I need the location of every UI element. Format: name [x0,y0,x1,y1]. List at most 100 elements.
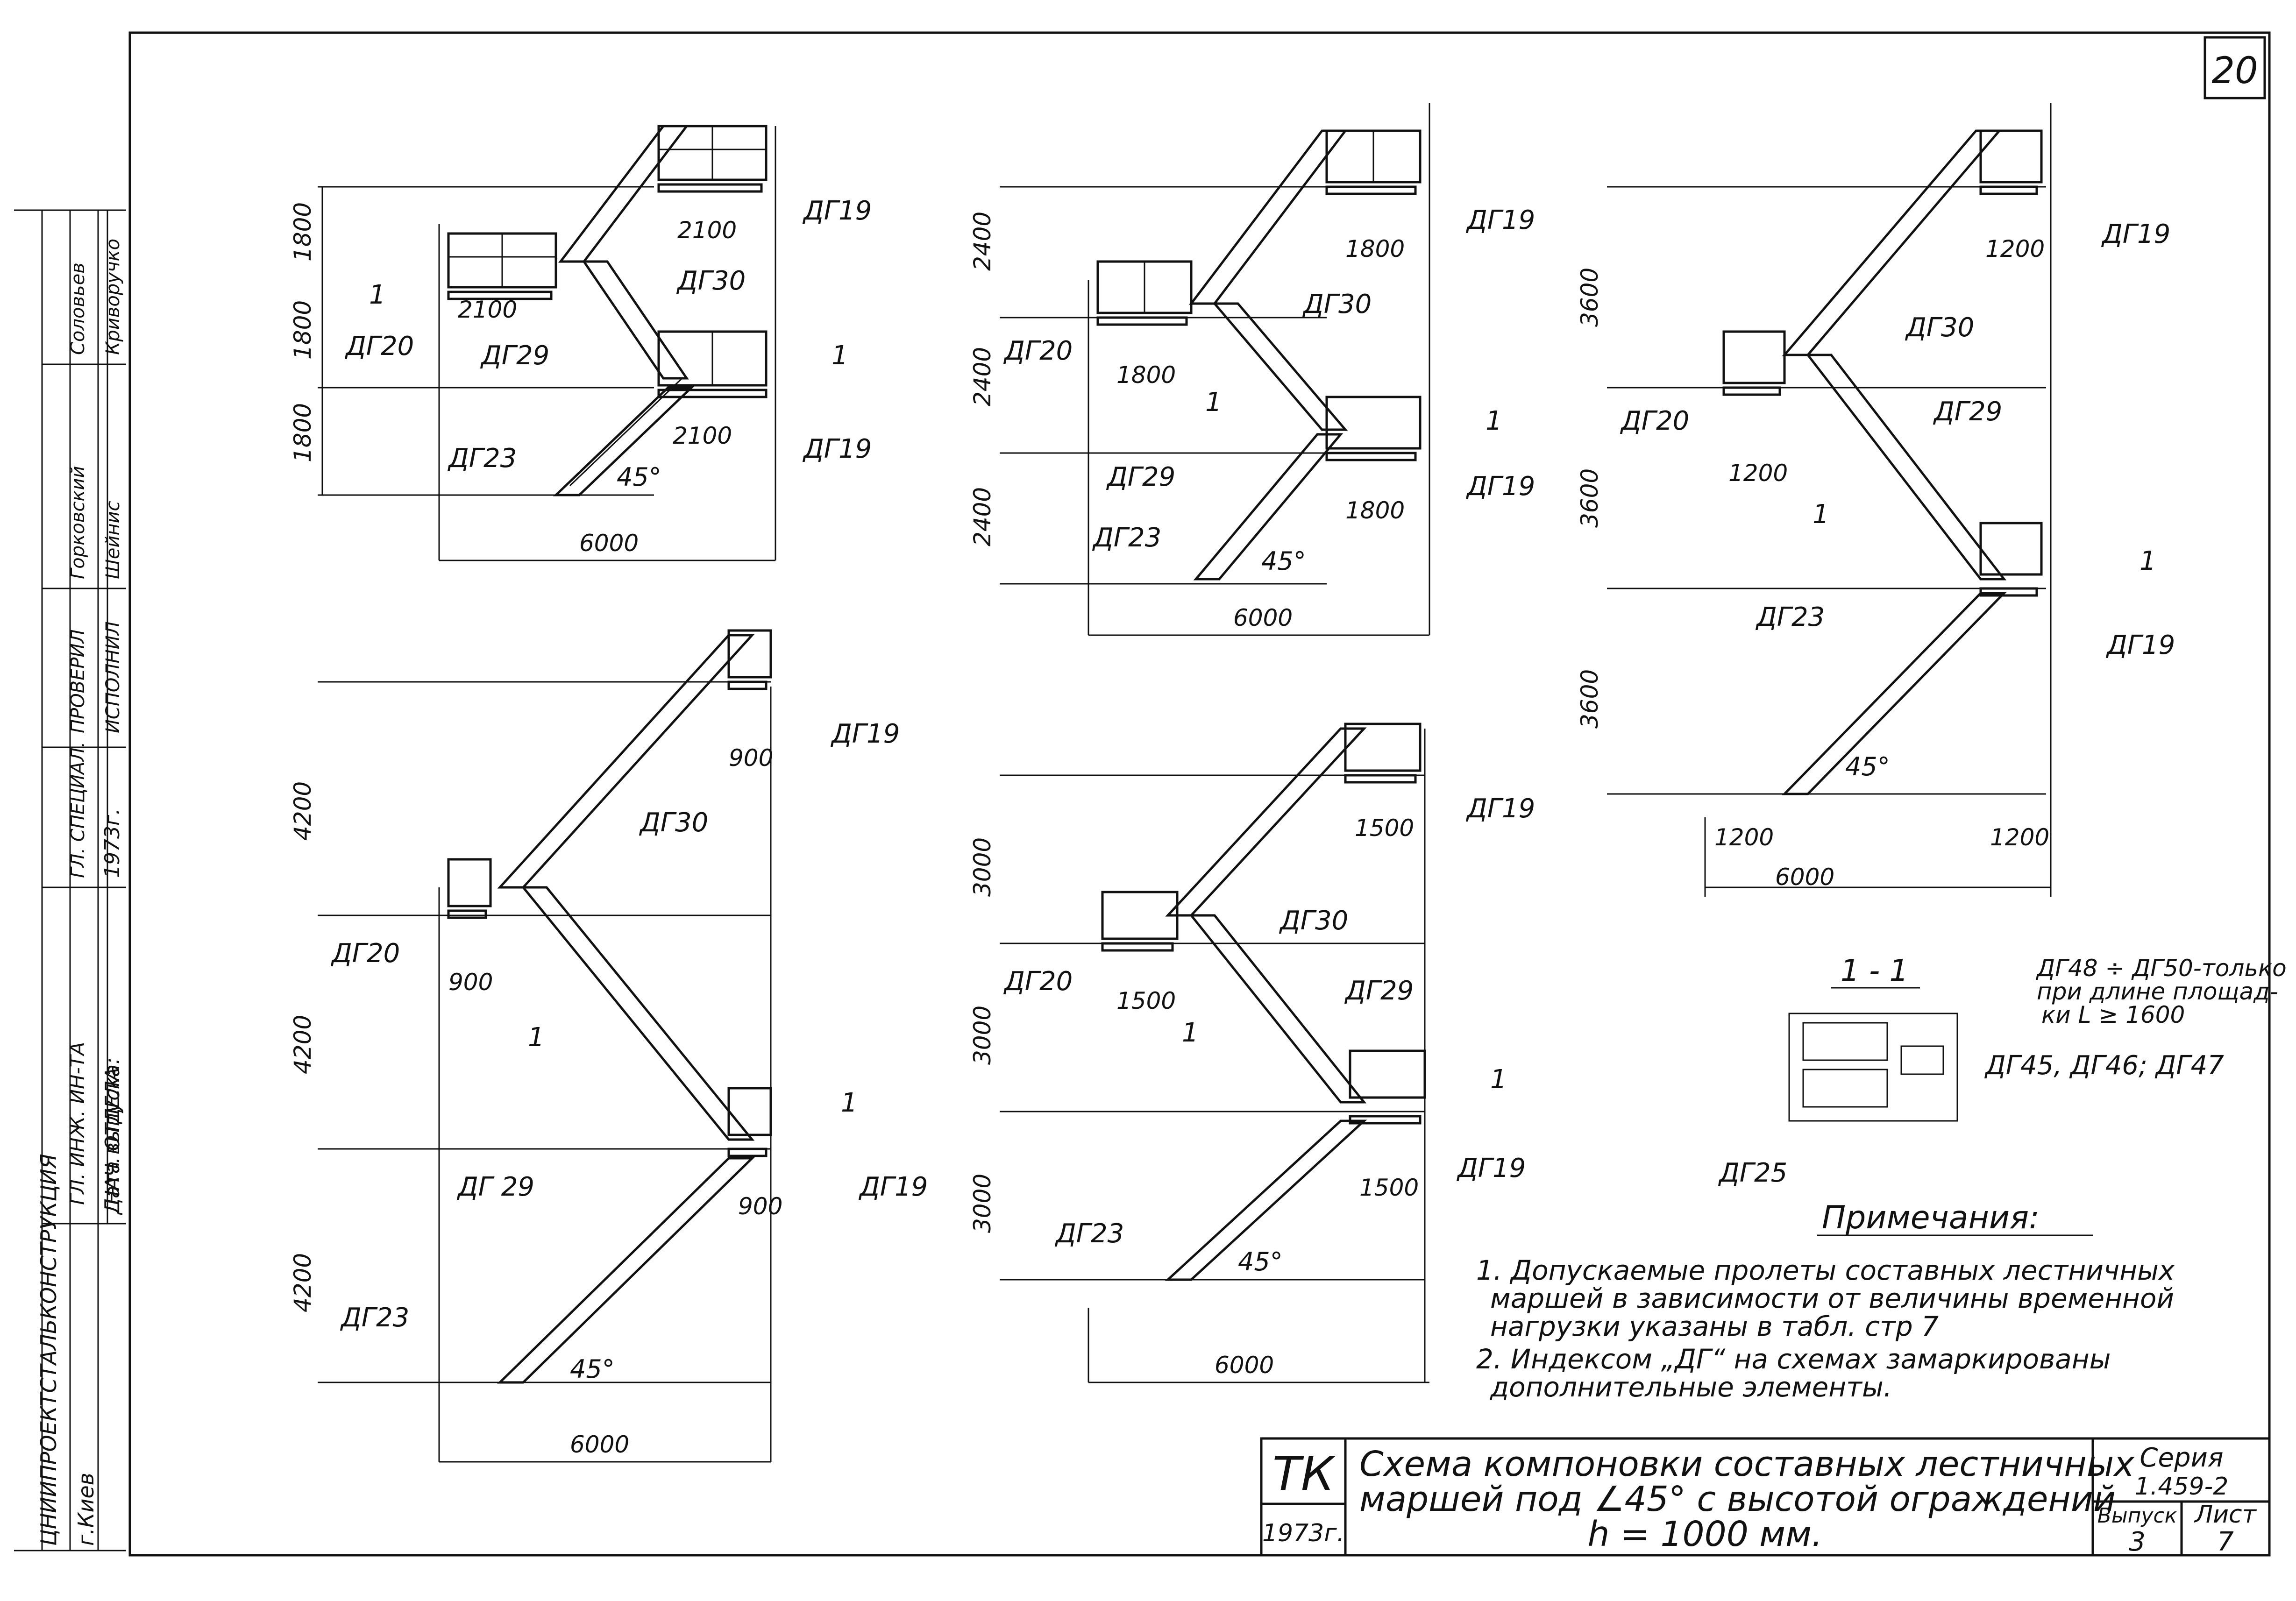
sheet-number-box [2204,36,2266,99]
d5-angle: 45° [1238,1247,1283,1276]
section-title: 1 - 1 [1841,954,1908,988]
d2-label-stair: ДГ23 [1092,523,1161,553]
stair-scheme-4: 6000 4200 4200 4200 900 900 900 ДГ19 ДГ3… [289,629,928,1463]
stamp-checked: ПРОВЕРИЛ [67,629,89,733]
stamp-date-value: 1973г. [100,808,124,878]
d3-width: 6000 [1775,864,1834,891]
section-note-2: при длине площад- [2037,978,2278,1005]
tb-title-2: маршей под ∠45° с высотой ограждений [1359,1479,2116,1519]
d2-w2: 1800 [1116,361,1176,389]
d1-label-middle: ДГ30 [676,266,746,296]
d2-section: 1 [1205,387,1222,418]
stamp-head: НАЧ. ОТДЕЛА [101,1068,124,1205]
d3-label-left: ДГ20 [1620,406,1689,436]
d5-w1: 1500 [1355,815,1414,842]
d5-label-top: ДГ19 [1465,793,1535,824]
d4-w1: 900 [729,744,773,772]
d2-label-bottom: ДГ19 [1465,471,1535,502]
d2-w3: 1800 [1345,497,1405,524]
tb-title-3: h = 1000 мм. [1588,1514,1823,1554]
d2-label-middle: ДГ30 [1302,289,1372,319]
d3-label-middle: ДГ30 [1905,312,1974,343]
d3-w2: 1200 [1728,460,1788,487]
d1-h1: 1800 [289,202,316,262]
stair-scheme-1: 6000 1800 1800 1800 2100 2100 2100 ДГ19 … [289,125,872,561]
d4-width: 6000 [570,1431,629,1458]
d1-label-stair: ДГ23 [447,443,517,474]
stamp-name-1: Шейнис [102,501,124,579]
d5-w3: 1500 [1359,1174,1419,1201]
tb-sheet-value: 7 [2217,1527,2234,1557]
tb-year: 1973г. [1262,1519,1344,1547]
stamp-executed: ИСПОЛНИЛ [102,621,124,733]
section-note-3: ки L ≥ 1600 [2041,1001,2185,1028]
d4-h3: 4200 [289,1253,316,1312]
tb-sheet-label: Лист [2194,1501,2257,1529]
d3-w1: 1200 [1985,235,2045,262]
note-1: 1. Допускаемые пролеты составных лестнич… [1476,1254,2175,1286]
d5-h3: 3000 [969,1174,996,1233]
d5-section-right: 1 [1490,1064,1507,1095]
tb-issue-label: Выпуск [2097,1504,2177,1528]
d3-h1: 3600 [1576,268,1603,327]
d1-h2: 1800 [289,300,316,360]
d3-bw1: 1200 [1714,824,1774,851]
d3-label-bottom: ДГ19 [2105,630,2175,660]
d4-label-stair: ДГ23 [340,1303,409,1333]
d2-width: 6000 [1233,604,1293,631]
d4-w3: 900 [738,1193,782,1220]
d4-label-top: ДГ19 [830,719,900,749]
d1-label-top: ДГ19 [802,196,872,226]
stamp-name-4: Криворучко [102,239,124,355]
d1-w3: 2100 [673,422,732,449]
d1-width: 6000 [579,530,639,557]
side-stamp: ЦНИИПРОЕКТСТАЛЬКОНСТРУКЦИЯ ГЛ. ИНЖ. ИН-Т… [14,209,126,1551]
d1-w2: 2100 [458,296,517,323]
stair-scheme-2: 6000 2400 2400 2400 1800 1800 1800 ДГ19 … [969,103,1535,636]
d1-w1: 2100 [677,217,737,244]
title-block: ТК 1973г. Схема компоновки составных лес… [1260,1437,2271,1557]
d1-section-right: 1 [832,340,848,371]
d4-label-rail: ДГ 29 [456,1172,534,1202]
d2-label-top: ДГ19 [1465,205,1535,235]
note-5: дополнительные элементы. [1490,1371,1892,1403]
sheet-border [128,31,2271,1557]
d3-section: 1 [1813,499,1829,530]
d4-angle: 45° [570,1354,615,1384]
d3-angle: 45° [1845,752,1890,781]
d4-w2: 900 [448,969,493,996]
d3-label-rail: ДГ29 [1933,397,2002,427]
d2-angle: 45° [1261,546,1306,576]
stair-scheme-3: 6000 3600 3600 3600 1200 1200 1200 1200 … [1576,103,2175,897]
stamp-chief: ГЛ. ИНЖ. ИН-ТА [66,1042,89,1205]
stair-scheme-5: 6000 3000 3000 3000 1500 1500 1500 ДГ19 … [969,723,1535,1383]
notes: Примечания: 1. Допускаемые пролеты соста… [1476,1199,2175,1403]
notes-title: Примечания: [1822,1199,2040,1236]
d1-label-rail: ДГ29 [480,340,549,371]
tb-code: ТК [1272,1446,1336,1501]
d4-section: 1 [528,1022,545,1053]
d2-h3: 2400 [969,487,996,546]
tb-title-1: Схема компоновки составных лестничных [1359,1444,2135,1484]
section-label-bottom: ДГ25 [1718,1158,1787,1188]
d4-label-left: ДГ20 [330,938,400,969]
d3-bw2: 1200 [1990,824,2049,851]
d2-h1: 2400 [969,212,996,271]
stamp-city: г.Киев [73,1473,99,1546]
d2-w1: 1800 [1345,235,1405,262]
d5-label-stair: ДГ23 [1054,1218,1124,1249]
d2-label-rail: ДГ29 [1106,462,1175,492]
d2-label-left: ДГ20 [1003,336,1073,366]
note-2: маршей в зависимости от величины временн… [1490,1282,2174,1314]
d5-label-middle: ДГ30 [1279,906,1348,936]
stamp-name-2: Горковский [67,466,89,580]
d5-section: 1 [1182,1018,1199,1048]
stamp-spec: ГЛ. СПЕЦИАЛ. [67,742,89,878]
stamp-name-3: Соловьев [67,262,89,355]
d1-angle: 45° [617,462,661,492]
d2-section-right: 1 [1486,406,1502,436]
d5-label-bottom: ДГ19 [1456,1153,1526,1183]
d5-h1: 3000 [969,837,996,897]
d3-h2: 3600 [1576,468,1603,528]
